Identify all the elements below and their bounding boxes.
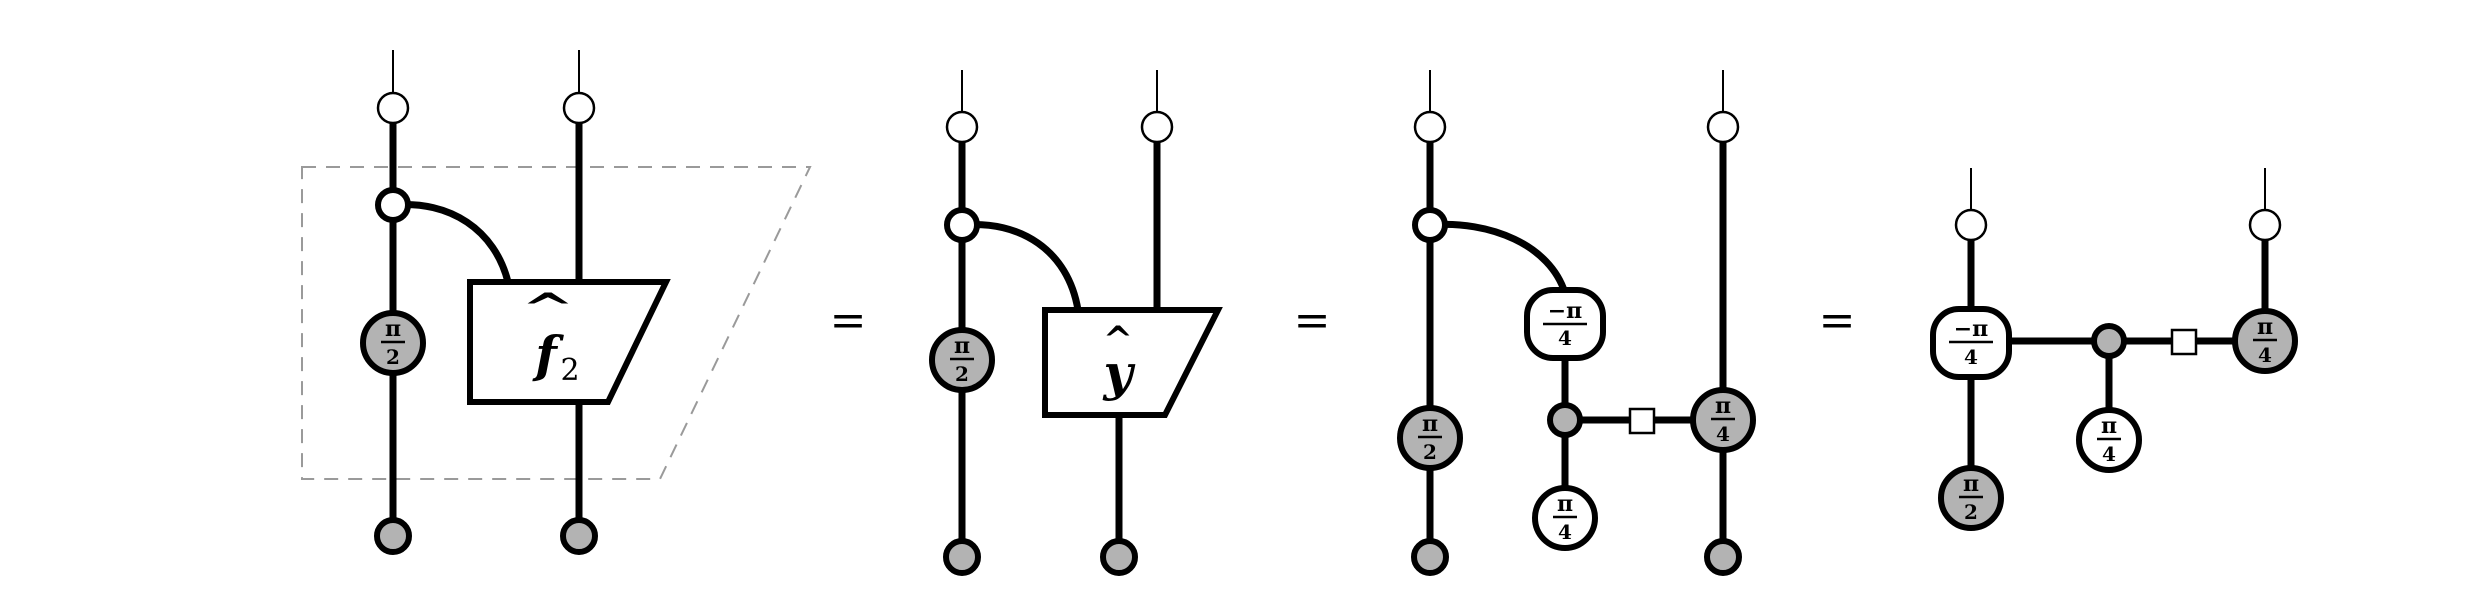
output-node <box>945 110 979 144</box>
gate-box-f2 <box>467 279 671 405</box>
output-node <box>1140 110 1174 144</box>
dashed-region <box>301 166 812 480</box>
panel-4: −π 4 π 4 π 4 π 2 <box>1930 168 2298 531</box>
pi-half-den: 2 <box>955 362 969 386</box>
input-node <box>1411 538 1449 576</box>
output-node <box>376 91 410 125</box>
output-node <box>1954 208 1988 242</box>
copy-node <box>1412 207 1448 243</box>
input-node <box>943 538 981 576</box>
pi-half-den: 2 <box>1964 500 1978 524</box>
pi-half-num: π <box>385 316 401 342</box>
output-node <box>1706 110 1740 144</box>
panel-2: π 2 ^ y <box>929 70 1223 576</box>
spider-node <box>2091 323 2127 359</box>
pi-half-num: π <box>1422 411 1438 437</box>
pi-half-num: π <box>954 333 970 359</box>
output-node <box>1413 110 1447 144</box>
copy-node <box>375 187 411 223</box>
pi-quarter-num: π <box>1715 393 1731 419</box>
input-node <box>560 517 598 555</box>
neg-pi-quarter-num: −π <box>1548 298 1583 324</box>
panel-3: −π 4 π 4 π 2 π 4 <box>1397 70 1756 576</box>
panel-1: π 2 ^ f 2 <box>301 50 812 555</box>
pi-quarter-den: 4 <box>2258 343 2272 367</box>
neg-pi-quarter-num: −π <box>1954 316 1989 342</box>
curved-wire <box>1426 220 1569 297</box>
pi-quarter-den: 4 <box>1558 520 1572 544</box>
equals-sign: = <box>1819 295 1856 346</box>
pi-quarter-num: π <box>2101 413 2117 439</box>
equals-sign: = <box>1294 295 1331 346</box>
pi-half-num: π <box>1963 471 1979 497</box>
copy-node <box>944 207 980 243</box>
neg-pi-quarter-den: 4 <box>1964 345 1978 369</box>
gate-box-y <box>1042 307 1223 418</box>
curved-wire <box>389 200 512 286</box>
spider-node <box>1547 402 1583 438</box>
input-node <box>374 517 412 555</box>
input-node <box>1100 538 1138 576</box>
output-node <box>562 91 596 125</box>
hadamard-box <box>2170 328 2198 356</box>
pi-quarter-den: 4 <box>2102 442 2116 466</box>
pi-quarter-den: 4 <box>1716 422 1730 446</box>
curved-wire <box>958 220 1082 314</box>
f-subscript: 2 <box>560 353 579 388</box>
y-label: y <box>1102 343 1135 402</box>
input-node <box>1704 538 1742 576</box>
pi-quarter-num: π <box>1557 491 1573 517</box>
output-node <box>2248 208 2282 242</box>
hat-mark: ^ <box>521 285 575 332</box>
pi-half-den: 2 <box>386 345 400 369</box>
pi-half-den: 2 <box>1423 440 1437 464</box>
hadamard-box <box>1628 407 1656 435</box>
pi-quarter-num: π <box>2257 314 2273 340</box>
neg-pi-quarter-den: 4 <box>1558 326 1572 350</box>
hat-mark: ^ <box>1103 319 1133 361</box>
equals-sign: = <box>830 295 867 346</box>
